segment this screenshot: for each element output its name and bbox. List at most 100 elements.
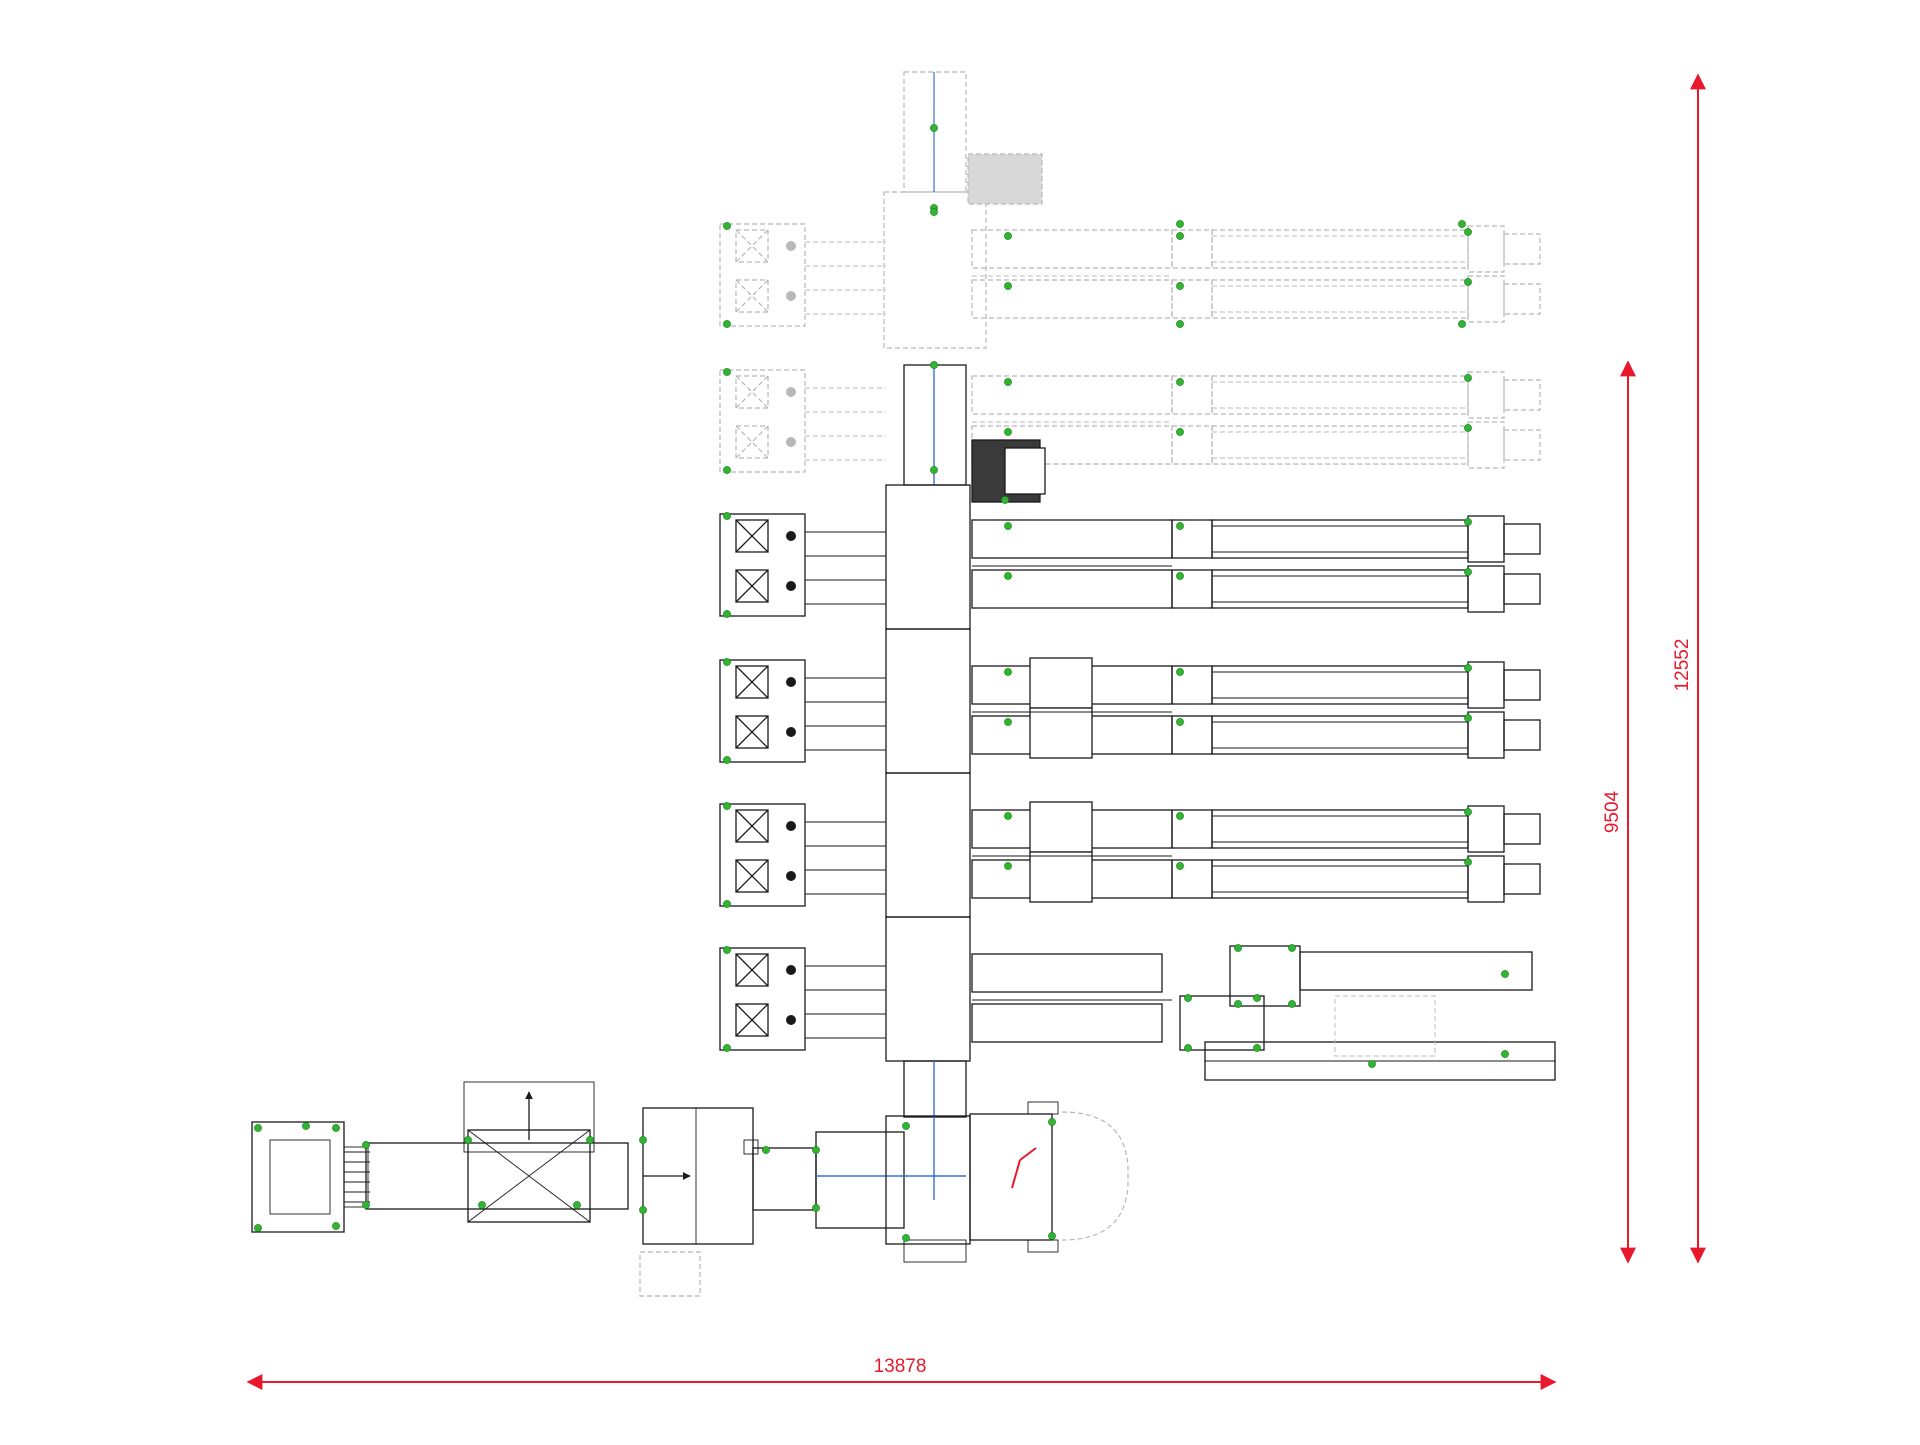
rail-lane [971,1003,1163,1043]
loader-crossbox [735,665,769,699]
sensor-point [723,368,731,376]
sensor-point [1464,424,1472,432]
rail-end-bracket [1467,711,1505,759]
rail-end-cap [1503,863,1541,895]
future-infeed-extension [639,1251,701,1297]
sensor-point [332,1222,340,1230]
loader-crossbox-cross-b [735,425,769,459]
sensor-point [1464,568,1472,576]
loader-indicator [786,1015,796,1025]
sensor-point [1004,282,1012,290]
sensor-point [762,1146,770,1154]
dimension-height-outer-label: 12552 [1672,639,1693,692]
output-station [969,1113,1053,1241]
sensor-point [1004,812,1012,820]
shuttle-ghost [1334,995,1436,1057]
transfer-shuttle [1179,995,1265,1051]
infeed-comb [343,1146,369,1208]
sensor-point [1464,374,1472,382]
loader-crossbox [735,809,769,843]
carriage-block [1029,657,1093,709]
sensor-point [464,1136,472,1144]
sensor-point [723,610,731,618]
sensor-point [1004,572,1012,580]
sensor-point [362,1201,370,1209]
storage-module [719,223,1541,327]
sensor-point [723,900,731,908]
loader-block [719,369,806,473]
sensor-point [1464,664,1472,672]
loader-crossbox-cross-b [735,229,769,263]
dimension-height-inner-label: 9504 [1602,790,1623,833]
loader-indicator [786,437,796,447]
spine-foot [903,1239,967,1263]
sensor-point [1464,278,1472,286]
loader-crossbox [735,279,769,313]
loader-crossbox-cross-b [735,809,769,843]
sensor-point [1004,232,1012,240]
loader-crossbox-cross-a [735,279,769,313]
rail-end-cap [1503,429,1541,461]
rail-lane [971,569,1173,609]
lift-gate-frame [463,1081,595,1153]
infeed-station-inner [269,1139,331,1215]
rail-end-bracket [1467,515,1505,563]
carriage-block [1029,851,1093,903]
sensor-point [1234,944,1242,952]
storage-module [719,369,1541,473]
dimension-height-inner: 9504 [1602,360,1636,1264]
storage-module [719,657,1541,763]
spine-segment [885,772,971,918]
sensor-point [1004,718,1012,726]
loader-block [719,803,806,907]
loader-indicator [786,871,796,881]
sensor-point [1048,1118,1056,1126]
spine-segment [885,628,971,774]
loader-crossbox [735,1003,769,1037]
rail-lane [971,519,1173,559]
installed-layout [719,513,1556,1081]
sensor-point [362,1141,370,1149]
dimension-width: 13878 [246,1356,1557,1390]
output-marker-a [1019,1147,1037,1161]
loader-block [719,659,806,763]
future-spine-top [903,71,967,193]
sensor-point [254,1224,262,1232]
sensor-point [930,124,938,132]
rail-end-cap [1503,233,1541,265]
sensor-point [1368,1060,1376,1068]
sensor-point [1001,496,1009,504]
sensor-point [1004,378,1012,386]
sensor-point [723,946,731,954]
central-transfer-spine [885,364,1046,1200]
sensor-point [1288,1000,1296,1008]
rail-end-cap [1503,283,1541,315]
storage-module [719,513,1541,617]
rail-end-bracket [1467,225,1505,273]
sensor-point [1458,220,1466,228]
rail-end-bracket [1467,855,1505,903]
sensor-point [723,756,731,764]
sensor-point [1004,522,1012,530]
loader-crossbox-cross-b [735,375,769,409]
sensor-point [930,466,938,474]
loader-crossbox-cross-a [735,229,769,263]
storage-module [719,801,1541,907]
loader-indicator [786,581,796,591]
loader-crossbox-cross-b [735,519,769,553]
rail-end-cap [1503,719,1541,751]
loader-crossbox-cross-b [735,1003,769,1037]
lift-gate [467,1129,591,1223]
loader-indicator [786,241,796,251]
rail-end-bracket [1467,371,1505,419]
dimension-height-outer: 12552 [1672,73,1706,1264]
sensor-point [1184,1044,1192,1052]
loader-indicator [786,727,796,737]
future-expansion-layout [639,71,1541,1297]
sensor-point [573,1201,581,1209]
sensor-point [639,1136,647,1144]
sensor-point [1004,862,1012,870]
sensor-point [1004,428,1012,436]
rail-lane [971,375,1173,415]
